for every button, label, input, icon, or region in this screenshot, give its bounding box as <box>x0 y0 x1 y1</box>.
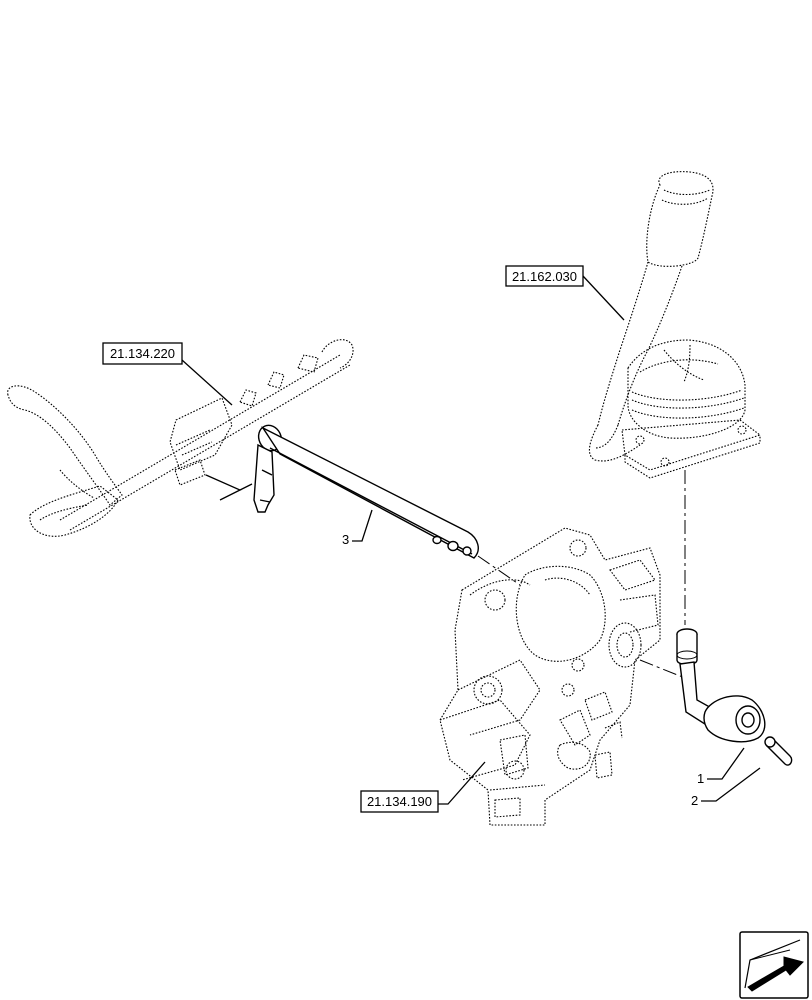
reference-21-134-190[interactable]: 21.134.190 <box>360 790 439 813</box>
leader-21-134-220 <box>181 359 233 406</box>
part-2-pin <box>764 736 793 766</box>
reference-21-162-030[interactable]: 21.162.030 <box>505 265 584 287</box>
part-1-selector-lever <box>676 628 766 743</box>
leader-21-134-190 <box>438 761 486 805</box>
reference-label-21-162-030: 21.162.030 <box>512 269 577 284</box>
shift-fork-rail <box>7 339 354 537</box>
fork-leader-tick <box>239 483 253 491</box>
fork-leader-lines <box>205 474 242 501</box>
callout-2: 2 <box>691 793 698 808</box>
center-line-shaft <box>477 555 521 586</box>
arrow-icon[interactable] <box>739 931 809 999</box>
callout-1: 1 <box>697 771 704 786</box>
part-3-shift-shaft <box>253 424 479 559</box>
leader-callout-2 <box>701 767 761 802</box>
callout-3: 3 <box>342 532 349 547</box>
leader-callout-3 <box>352 509 373 542</box>
gear-shift-lever <box>588 171 762 479</box>
reference-21-134-220[interactable]: 21.134.220 <box>102 342 183 365</box>
reference-label-21-134-220: 21.134.220 <box>110 346 175 361</box>
shift-housing <box>439 527 661 826</box>
reference-label-21-134-190: 21.134.190 <box>367 794 432 809</box>
leader-callout-1 <box>707 747 745 780</box>
leader-21-162-030 <box>582 275 625 321</box>
